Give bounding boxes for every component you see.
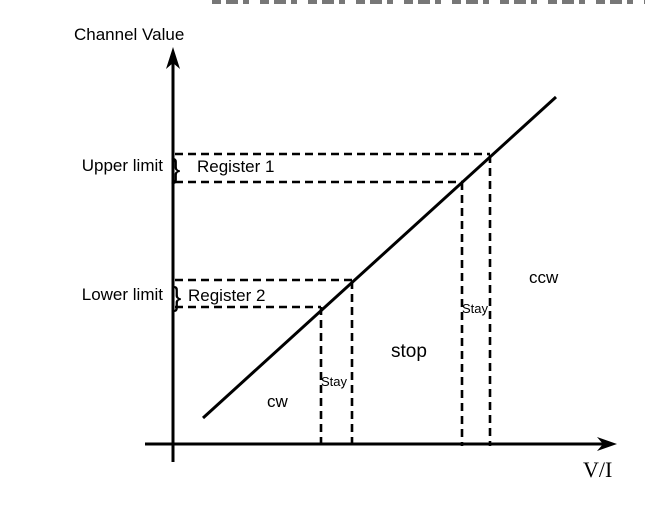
stay-label-lower: Stay xyxy=(321,374,348,389)
stay-label-upper: Stay xyxy=(462,301,489,316)
region-stop-label: stop xyxy=(391,341,427,362)
lower-limit-label: Lower limit xyxy=(82,285,164,304)
region-ccw-label: ccw xyxy=(529,268,559,287)
register1-label: Register 1 xyxy=(197,157,274,176)
x-axis-arrow-icon xyxy=(597,437,617,451)
x-axis-label: V/I xyxy=(583,457,612,482)
y-axis-label: Channel Value xyxy=(74,25,184,44)
region-cw-label: cw xyxy=(267,392,289,411)
transfer-curve-line xyxy=(201,95,558,420)
clipped-title-fragment xyxy=(212,0,645,4)
lower-limit-brace: } xyxy=(172,281,181,312)
upper-limit-label: Upper limit xyxy=(82,156,164,175)
upper-limit-brace: } xyxy=(171,153,180,184)
y-axis-arrow-icon xyxy=(166,47,180,69)
register2-label: Register 2 xyxy=(188,286,265,305)
